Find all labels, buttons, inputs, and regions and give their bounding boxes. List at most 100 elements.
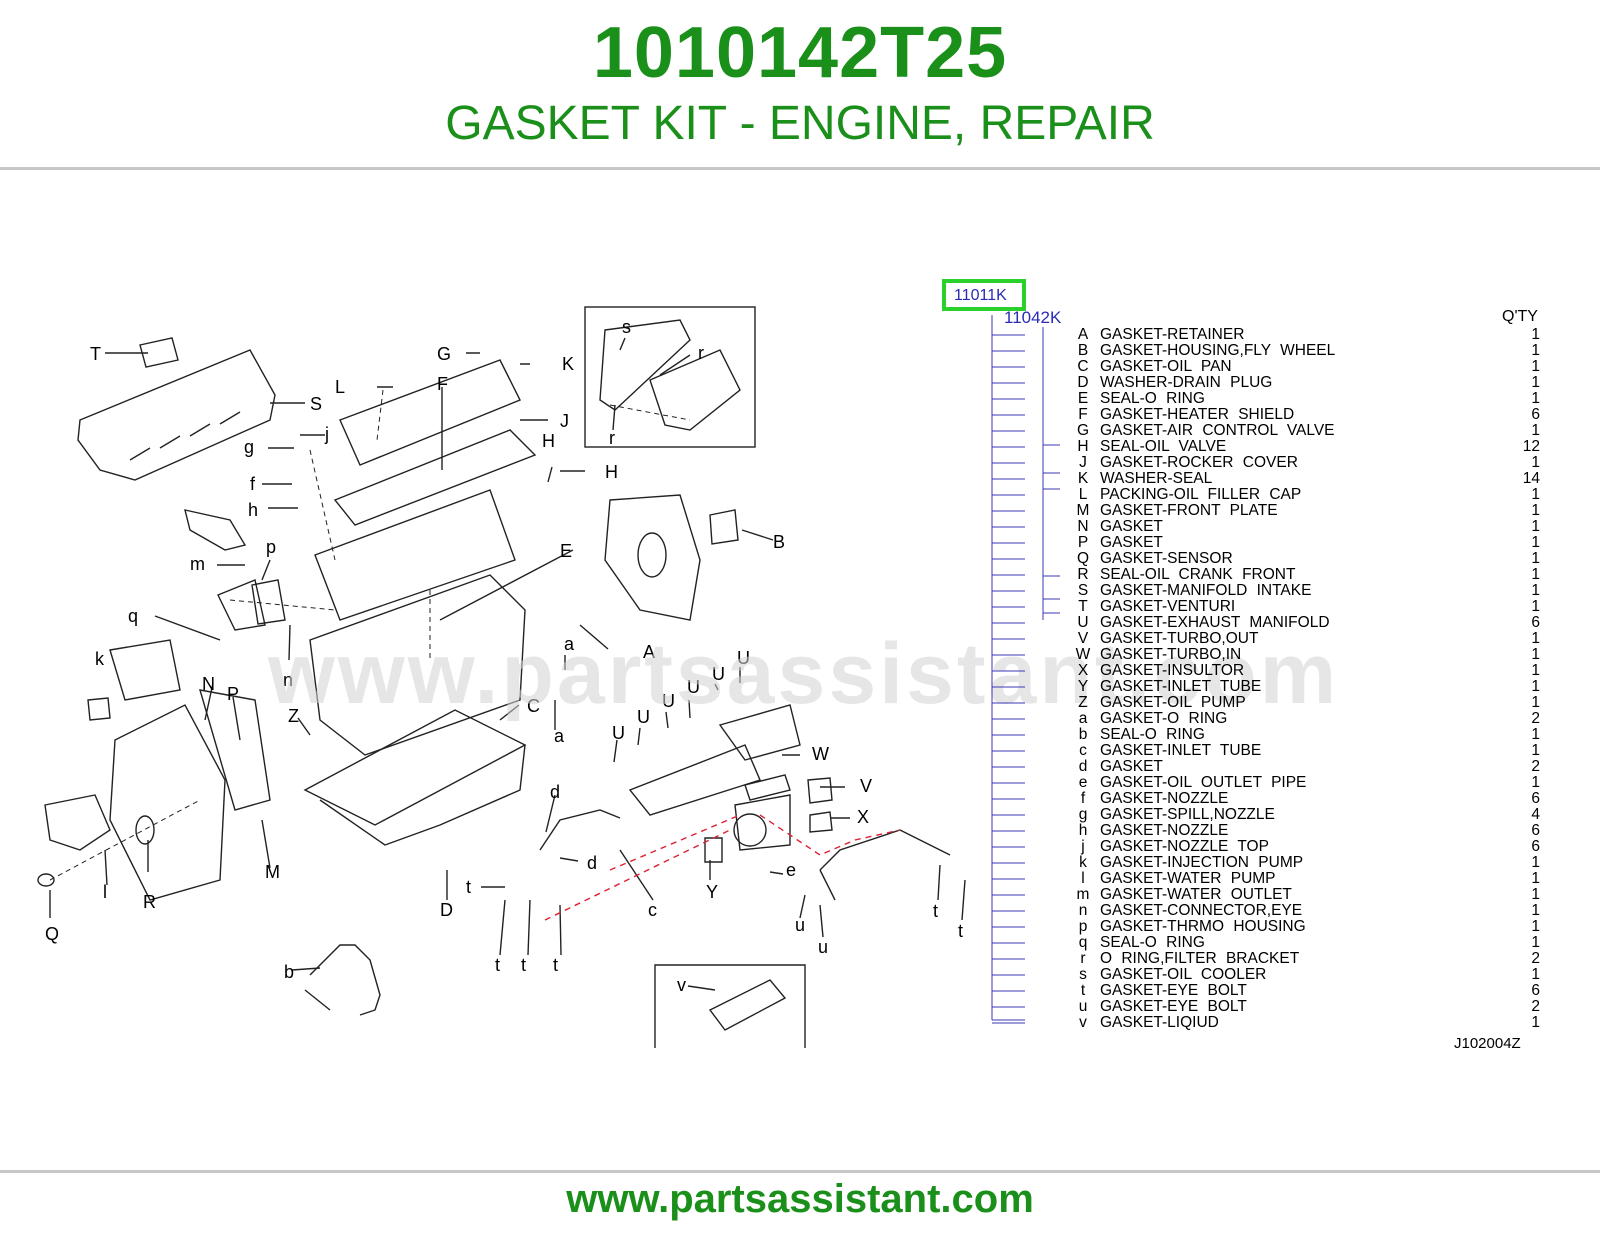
diagram-callout-label[interactable]: u: [795, 915, 805, 935]
diagram-callout-label[interactable]: u: [818, 937, 828, 957]
diagram-callout-label[interactable]: S: [310, 394, 322, 414]
diagram-callout-label[interactable]: s: [622, 317, 631, 337]
diagram-callout-label[interactable]: J: [560, 411, 569, 431]
diagram-callout-label[interactable]: Q: [45, 924, 59, 944]
diagram-callout-label[interactable]: q: [128, 606, 138, 626]
footer-url[interactable]: www.partsassistant.com: [566, 1177, 1034, 1221]
diagram-callout-label[interactable]: t: [495, 955, 500, 975]
diagram-callout-label[interactable]: H: [542, 431, 555, 451]
diagram-callout-label[interactable]: t: [933, 901, 938, 921]
diagram-callout-label[interactable]: t: [553, 955, 558, 975]
diagram-callout-label[interactable]: N: [202, 674, 215, 694]
diagram-callout-label[interactable]: Y: [706, 882, 718, 902]
diagram-callout-label[interactable]: l: [103, 882, 107, 902]
diagram-callout-label[interactable]: h: [248, 500, 258, 520]
diagram-callout-label[interactable]: m: [190, 554, 205, 574]
diagram-callout-label[interactable]: R: [143, 892, 156, 912]
diagram-callout-label[interactable]: p: [266, 537, 276, 557]
diagram-callout-label[interactable]: U: [637, 707, 650, 727]
diagram-callout-label[interactable]: C: [527, 696, 540, 716]
diagram-callout-label[interactable]: G: [437, 344, 451, 364]
diagram-callout-label[interactable]: a: [564, 634, 575, 654]
diagram-callout-label[interactable]: E: [560, 541, 572, 561]
diagram-callout-label[interactable]: t: [958, 921, 963, 941]
diagram-callout-label[interactable]: B: [773, 532, 785, 552]
diagram-callout-label[interactable]: W: [812, 744, 829, 764]
diagram-callout-label[interactable]: V: [860, 776, 872, 796]
diagram-callout-label[interactable]: c: [648, 900, 657, 920]
diagram-callout-label[interactable]: P: [227, 684, 239, 704]
diagram-callout-label[interactable]: g: [244, 437, 254, 457]
diagram-callout-label[interactable]: k: [95, 649, 105, 669]
kit-code-highlight[interactable]: 11011K: [942, 279, 1026, 311]
diagram-callout-label[interactable]: a: [554, 726, 565, 746]
diagram-callout-label[interactable]: U: [662, 691, 675, 711]
diagram-callout-label[interactable]: H: [605, 462, 618, 482]
diagram-callout-label[interactable]: M: [265, 862, 280, 882]
diagram-callout-label[interactable]: Z: [288, 706, 299, 726]
diagram-callout-label[interactable]: v: [677, 975, 686, 995]
diagram-callout-label[interactable]: e: [786, 860, 796, 880]
diagram-callout-label[interactable]: t: [521, 955, 526, 975]
kit-code-label[interactable]: 11011K: [954, 287, 1007, 304]
diagram-callout-label[interactable]: T: [90, 344, 101, 364]
diagram-callout-label[interactable]: r: [698, 343, 704, 363]
diagram-callout-label[interactable]: n: [283, 670, 293, 690]
diagram-callout-label[interactable]: t: [466, 877, 471, 897]
diagram-callout-label[interactable]: d: [587, 853, 597, 873]
diagram-callout-label[interactable]: d: [550, 782, 560, 802]
diagram-callout-label[interactable]: j: [324, 424, 329, 444]
sub-kit-code-label[interactable]: 11042K: [1004, 308, 1062, 327]
diagram-callout-label[interactable]: F: [437, 374, 448, 394]
diagram-callout-label[interactable]: U: [712, 664, 725, 684]
diagram-callout-label[interactable]: L: [335, 377, 345, 397]
diagram-callout-label[interactable]: r: [609, 428, 615, 448]
diagram-callout-label[interactable]: A: [643, 642, 655, 662]
diagram-callout-label[interactable]: b: [284, 962, 294, 982]
diagram-callout-label[interactable]: D: [440, 900, 453, 920]
